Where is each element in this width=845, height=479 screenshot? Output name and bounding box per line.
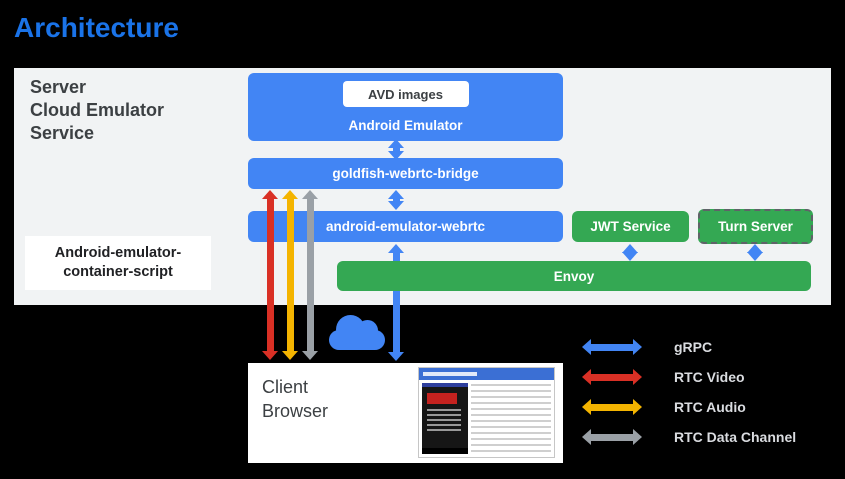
goldfish-webrtc-bridge-label: goldfish-webrtc-bridge xyxy=(332,166,479,181)
rtc-audio-legend-label: RTC Audio xyxy=(674,399,746,415)
server-panel-label: Server Cloud Emulator Service xyxy=(30,76,164,145)
grpc-arrow-webrtc-client xyxy=(388,244,404,361)
phone-navbar xyxy=(422,448,468,454)
turn-envoy-arrow xyxy=(747,244,763,261)
android-emulator-box: AVD images Android Emulator xyxy=(248,73,563,141)
rtc-video-arrow xyxy=(262,190,278,360)
android-emulator-label: Android Emulator xyxy=(348,118,463,133)
grpc-legend-label: gRPC xyxy=(674,339,713,355)
rtc-data-channel-arrow xyxy=(302,190,318,360)
android-emulator-webrtc-label: android-emulator-webrtc xyxy=(325,219,485,234)
rtc-data-legend-arrow xyxy=(582,429,642,445)
container-script-line: Android-emulator- xyxy=(54,245,182,261)
screenshot-body xyxy=(419,380,554,457)
grpc-legend-arrow xyxy=(582,339,642,355)
grpc-arrow-emulator-bridge xyxy=(388,139,404,160)
turn-server-label: Turn Server xyxy=(718,219,793,234)
jwt-service-label: JWT Service xyxy=(590,219,671,234)
envoy-label: Envoy xyxy=(553,268,595,284)
cloud-icon xyxy=(329,315,385,350)
client-label-line: Browser xyxy=(262,401,329,421)
rtc-video-legend-arrow xyxy=(582,369,642,385)
log-lines xyxy=(471,384,551,453)
client-browser-box: Client Browser xyxy=(248,363,563,463)
phone-screen xyxy=(422,383,468,454)
rtc-data-legend-label: RTC Data Channel xyxy=(674,429,797,445)
phone-notification xyxy=(427,393,457,404)
android-emulator-webrtc-box: android-emulator-webrtc xyxy=(248,211,563,242)
avd-images-box: AVD images xyxy=(342,81,469,107)
phone-text-lines xyxy=(427,409,461,433)
server-label-line: Service xyxy=(30,123,95,143)
grpc-arrow-bridge-webrtc xyxy=(388,190,404,210)
server-label-line: Server xyxy=(30,77,87,97)
client-browser-label: Client Browser xyxy=(262,375,328,423)
screenshot-titlebar xyxy=(419,368,554,380)
server-panel: Server Cloud Emulator Service AVD images… xyxy=(14,68,831,305)
goldfish-webrtc-bridge-box: goldfish-webrtc-bridge xyxy=(248,158,563,189)
avd-images-label: AVD images xyxy=(368,86,443,102)
container-script-box: Android-emulator- container-script xyxy=(25,236,211,290)
browser-screenshot xyxy=(418,367,555,458)
envoy-box: Envoy xyxy=(337,261,811,291)
turn-server-box: Turn Server xyxy=(698,209,813,244)
jwt-envoy-arrow xyxy=(622,244,638,261)
rtc-audio-arrow xyxy=(282,190,298,360)
rtc-audio-legend-arrow xyxy=(582,399,642,415)
jwt-service-box: JWT Service xyxy=(572,211,689,242)
client-label-line: Client xyxy=(262,377,309,397)
container-script-line: container-script xyxy=(63,264,173,280)
page-title: Architecture xyxy=(14,12,179,43)
phone-statusbar xyxy=(422,383,468,387)
rtc-video-legend-label: RTC Video xyxy=(674,369,745,385)
server-label-line: Cloud Emulator xyxy=(30,100,164,120)
